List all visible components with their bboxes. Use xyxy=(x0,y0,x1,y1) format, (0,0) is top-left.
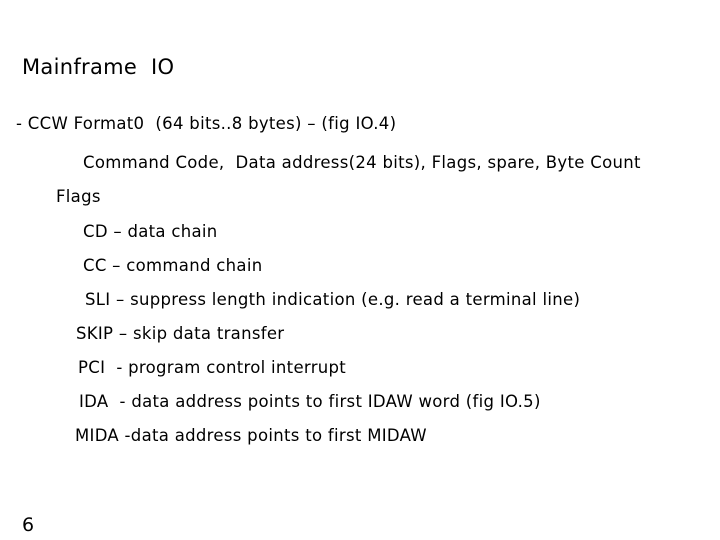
line-command-code-fields: Command Code, Data address(24 bits), Fla… xyxy=(83,153,641,172)
line-flag-skip: SKIP – skip data transfer xyxy=(76,324,285,343)
page-number: 6 xyxy=(22,514,35,536)
line-flag-cc: CC – command chain xyxy=(83,256,263,275)
bullet-ccw-format0: - CCW Format0 (64 bits..8 bytes) – (fig … xyxy=(16,114,397,133)
line-flags-heading: Flags xyxy=(56,187,101,206)
line-flag-mida: MIDA -data address points to first MIDAW xyxy=(75,426,427,445)
line-flag-sli: SLI – suppress length indication (e.g. r… xyxy=(85,290,581,309)
line-flag-pci: PCI - program control interrupt xyxy=(78,358,347,377)
line-flag-ida: IDA - data address points to first IDAW … xyxy=(79,392,541,411)
slide-title: Mainframe IO xyxy=(22,55,175,79)
line-flag-cd: CD – data chain xyxy=(83,222,218,241)
